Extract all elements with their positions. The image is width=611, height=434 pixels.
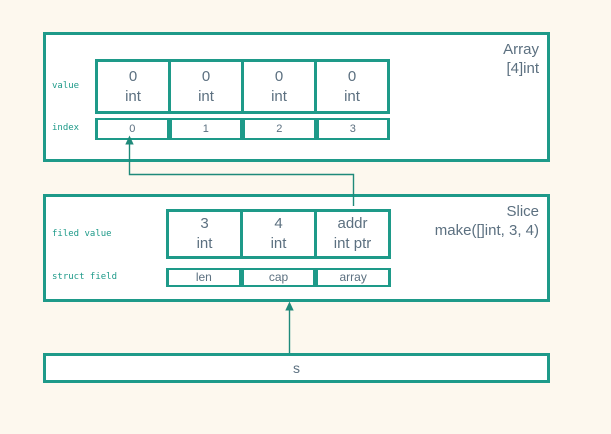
array-box: Array [4]int value index 0 int 0 int 0 i… <box>43 32 550 162</box>
struct-field-len: len <box>169 270 239 285</box>
array-value-row: 0 int 0 int 0 int 0 int <box>95 59 390 114</box>
cell-type: int <box>344 87 360 105</box>
slice-cap-cell: 4 int <box>243 212 314 256</box>
slice-title-line2: make([]int, 3, 4) <box>434 222 539 239</box>
cell-type: int <box>196 235 213 252</box>
array-index-cell-0: 0 <box>98 120 167 138</box>
cell-type: int <box>125 87 141 105</box>
struct-field-array: array <box>318 270 389 285</box>
slice-title-line1: Slice <box>506 203 539 220</box>
value-row-label: value <box>52 81 80 91</box>
slice-len-cell: 3 int <box>169 212 240 256</box>
slice-struct-field-row: len cap array <box>166 268 391 287</box>
cell-value: 0 <box>201 67 211 85</box>
slice-value-row: 3 int 4 int addr int ptr <box>166 209 391 259</box>
array-value-cell-0: 0 int <box>98 62 168 111</box>
cell-value: addr <box>337 215 368 232</box>
slice-box: Slice make([]int, 3, 4) filed value stru… <box>43 194 550 302</box>
array-index-cell-2: 2 <box>245 120 314 138</box>
cell-value: 3 <box>200 215 209 232</box>
struct-field-row-label: struct field <box>52 272 118 282</box>
array-title-line1: Array <box>503 41 539 58</box>
index-row-label: index <box>52 123 80 133</box>
s-variable-label: s <box>293 360 300 376</box>
s-variable-box: s <box>43 353 550 383</box>
cell-type: int ptr <box>333 235 372 252</box>
cell-value: 4 <box>274 215 283 232</box>
array-index-cell-1: 1 <box>171 120 240 138</box>
slice-box-title: Slice make([]int, 3, 4) <box>435 202 539 240</box>
array-index-row: 0 1 2 3 <box>95 118 390 140</box>
array-value-cell-1: 0 int <box>171 62 241 111</box>
array-value-cell-3: 0 int <box>317 62 387 111</box>
cell-value: 0 <box>128 67 138 85</box>
cell-value: 0 <box>347 67 357 85</box>
array-box-title: Array [4]int <box>503 40 539 78</box>
array-index-cell-3: 3 <box>318 120 387 138</box>
array-value-cell-2: 0 int <box>244 62 314 111</box>
s-to-slice-arrowhead <box>285 301 294 311</box>
cell-type: int <box>271 87 287 105</box>
array-title-line2: [4]int <box>506 60 539 77</box>
field-value-row-label: filed value <box>52 229 112 239</box>
struct-field-cap: cap <box>243 270 314 285</box>
cell-value: 0 <box>274 67 284 85</box>
slice-array-ptr-cell: addr int ptr <box>317 212 388 256</box>
cell-type: int <box>270 235 287 252</box>
cell-type: int <box>198 87 214 105</box>
